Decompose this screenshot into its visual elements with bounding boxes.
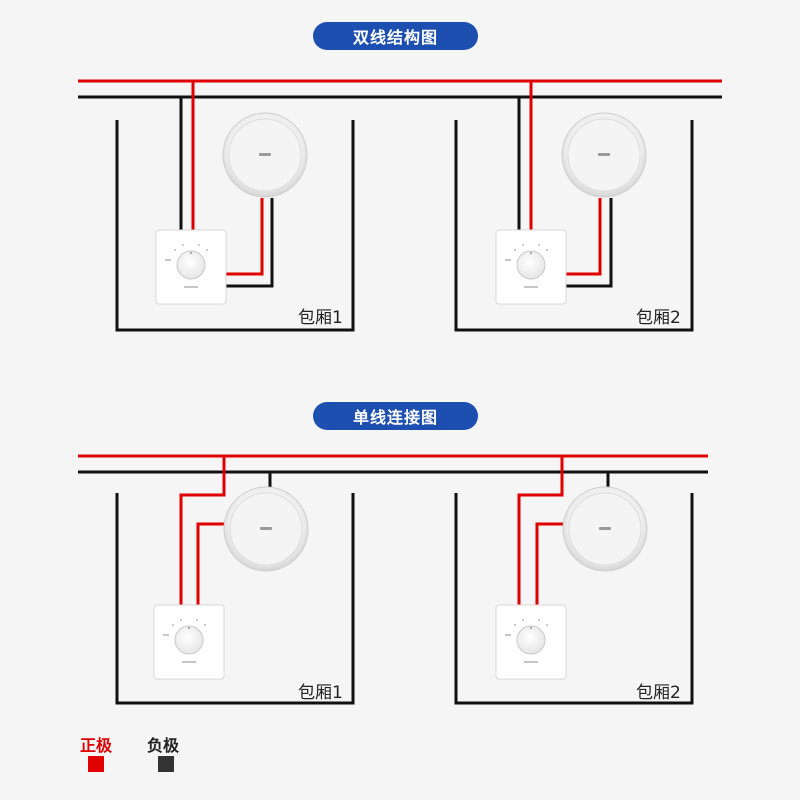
- ceiling-speaker-icon: [222, 112, 308, 198]
- legend-positive-swatch: [88, 756, 104, 772]
- room-label-1: 包厢1: [298, 683, 343, 703]
- room-label-2: 包厢2: [636, 308, 681, 328]
- ceiling-speaker-icon: [561, 112, 647, 198]
- legend-negative-swatch: [158, 756, 174, 772]
- single-wire-title: 单线连接图: [313, 402, 478, 430]
- speaker-negative-wire: [566, 198, 613, 288]
- positive-feed-wire: [179, 456, 226, 605]
- room-label-1: 包厢1: [298, 308, 343, 328]
- legend-negative-label: 负极: [147, 736, 180, 755]
- volume-knob-panel-icon: [495, 229, 567, 305]
- room-outline: [454, 493, 694, 705]
- room-label-2: 包厢2: [636, 683, 681, 703]
- legend-positive-label: 正极: [80, 736, 113, 755]
- speaker-positive-wire: [566, 198, 602, 276]
- room-outline: [454, 120, 694, 332]
- positive-feed-wire: [517, 456, 564, 605]
- room-outline: [115, 120, 355, 332]
- ceiling-speaker-icon: [562, 486, 648, 572]
- volume-knob-panel-icon: [495, 604, 567, 680]
- speaker-positive-wire: [535, 522, 572, 605]
- speaker-negative-wire: [226, 198, 274, 288]
- speaker-positive-wire: [196, 522, 233, 605]
- volume-knob-panel-icon: [153, 604, 225, 680]
- dual-wire-title: 双线结构图: [313, 22, 478, 50]
- ceiling-speaker-icon: [223, 486, 309, 572]
- speaker-positive-wire: [226, 198, 264, 276]
- room-outline: [115, 493, 355, 705]
- volume-knob-panel-icon: [155, 229, 227, 305]
